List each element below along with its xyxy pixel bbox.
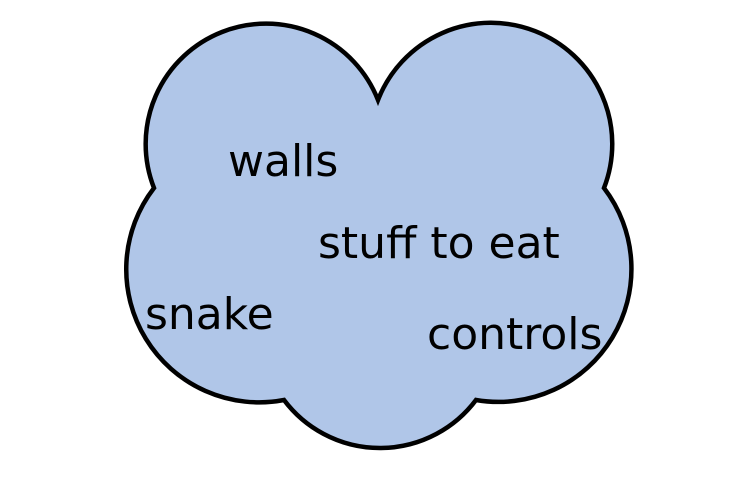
cloud-word-walls: walls xyxy=(228,136,338,187)
cloud-shape xyxy=(124,20,634,451)
cloud-word-snake: snake xyxy=(145,289,274,340)
cloud-word-stuff-to-eat: stuff to eat xyxy=(318,218,560,269)
cloud-word-controls: controls xyxy=(427,309,602,360)
